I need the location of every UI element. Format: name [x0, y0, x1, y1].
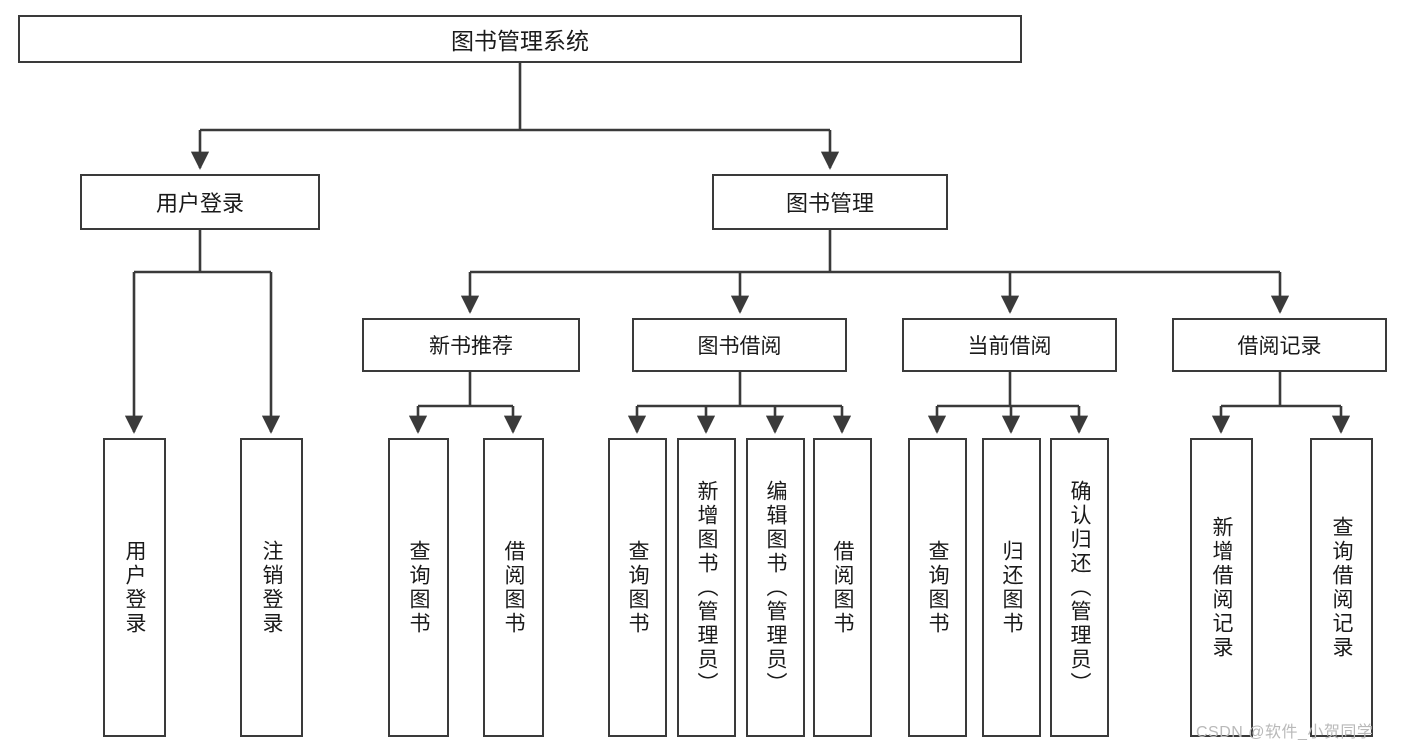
- node-leaf-query-book-rec-label: 查询图书: [407, 539, 430, 636]
- node-leaf-query-book-cur-label: 查询图书: [926, 539, 949, 636]
- node-leaf-borrow-book-label: 借阅图书: [831, 539, 854, 636]
- node-leaf-confirm-return[interactable]: 确认归还（管理员）: [1050, 438, 1109, 737]
- node-user-login[interactable]: 用户登录: [80, 174, 320, 230]
- node-leaf-user-login[interactable]: 用户登录: [103, 438, 166, 737]
- node-leaf-return-book[interactable]: 归还图书: [982, 438, 1041, 737]
- node-book-manage-label: 图书管理: [785, 191, 874, 216]
- node-leaf-add-book-label: 新增图书（管理员）: [695, 479, 718, 696]
- node-current-borrow[interactable]: 当前借阅: [902, 318, 1117, 372]
- node-leaf-add-record[interactable]: 新增借阅记录: [1190, 438, 1253, 737]
- node-borrow-record[interactable]: 借阅记录: [1172, 318, 1387, 372]
- node-book-borrow-label: 图书借阅: [697, 335, 782, 358]
- node-leaf-query-book-rec[interactable]: 查询图书: [388, 438, 449, 737]
- node-root-label: 图书管理系统: [451, 28, 589, 54]
- node-leaf-edit-book[interactable]: 编辑图书（管理员）: [746, 438, 805, 737]
- node-new-book-rec-label: 新书推荐: [429, 335, 513, 358]
- csdn-watermark: CSDN @软件_小贺同学: [1196, 724, 1374, 741]
- node-leaf-logout-label: 注销登录: [260, 539, 283, 636]
- node-new-book-rec[interactable]: 新书推荐: [362, 318, 580, 372]
- node-leaf-add-book[interactable]: 新增图书（管理员）: [677, 438, 736, 737]
- node-leaf-borrow-book[interactable]: 借阅图书: [813, 438, 872, 737]
- node-borrow-record-label: 借阅记录: [1237, 335, 1322, 358]
- node-current-borrow-label: 当前借阅: [967, 335, 1052, 358]
- node-leaf-borrow-book-rec-label: 借阅图书: [502, 539, 525, 636]
- node-leaf-logout[interactable]: 注销登录: [240, 438, 303, 737]
- node-leaf-query-record-label: 查询借阅记录: [1330, 515, 1353, 660]
- node-leaf-add-record-label: 新增借阅记录: [1210, 515, 1233, 660]
- node-leaf-query-record[interactable]: 查询借阅记录: [1310, 438, 1373, 737]
- node-leaf-confirm-return-label: 确认归还（管理员）: [1068, 479, 1091, 696]
- node-root[interactable]: 图书管理系统: [18, 15, 1022, 63]
- node-leaf-borrow-book-rec[interactable]: 借阅图书: [483, 438, 544, 737]
- node-leaf-query-book-cur[interactable]: 查询图书: [908, 438, 967, 737]
- node-book-manage[interactable]: 图书管理: [712, 174, 948, 230]
- node-leaf-return-book-label: 归还图书: [1000, 539, 1023, 636]
- node-user-login-label: 用户登录: [155, 191, 244, 216]
- node-book-borrow[interactable]: 图书借阅: [632, 318, 847, 372]
- node-leaf-query-book[interactable]: 查询图书: [608, 438, 667, 737]
- node-leaf-edit-book-label: 编辑图书（管理员）: [764, 479, 787, 696]
- node-leaf-query-book-label: 查询图书: [626, 539, 649, 636]
- node-leaf-user-login-label: 用户登录: [123, 539, 146, 636]
